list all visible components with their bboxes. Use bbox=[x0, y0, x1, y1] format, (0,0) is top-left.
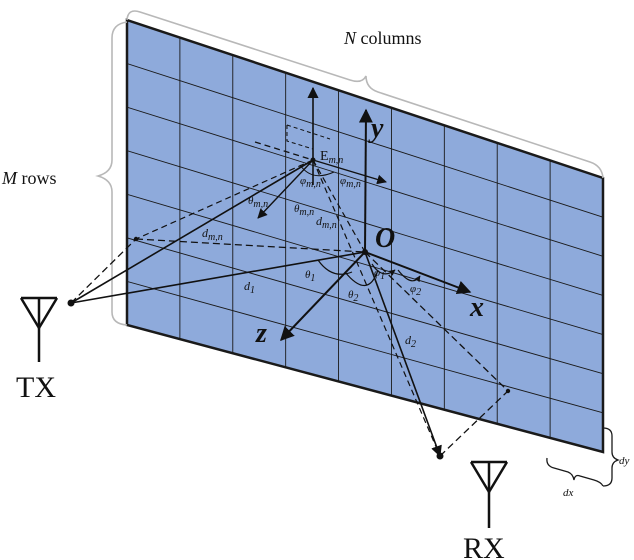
dashed-element-to-rx bbox=[312, 159, 441, 457]
n-columns-label: N columns bbox=[343, 28, 422, 48]
x-axis-arrow bbox=[364, 251, 472, 295]
d1-label: d1 bbox=[244, 279, 255, 296]
dy-label: dy bbox=[619, 455, 630, 467]
m-rows-label: M rows bbox=[1, 168, 57, 188]
dashed-element-to-ground bbox=[135, 159, 314, 240]
grid-row-line bbox=[126, 193, 604, 336]
dashed-element-to-origin bbox=[312, 159, 366, 253]
d-t-mn-label: dm,n bbox=[202, 226, 223, 243]
element-point bbox=[310, 157, 316, 163]
dashed-rx-projection bbox=[364, 251, 509, 392]
origin-label: O bbox=[375, 223, 395, 254]
y-axis-label: y bbox=[368, 113, 384, 144]
phi2-label: φ2 bbox=[410, 283, 421, 298]
z-axis-label: z bbox=[255, 318, 267, 349]
element-dashed-box bbox=[286, 125, 314, 150]
theta-r-mn-label: θm,n bbox=[294, 203, 314, 218]
dx-brace bbox=[546, 457, 604, 487]
tx-point bbox=[67, 299, 75, 307]
path-tx-to-origin bbox=[70, 251, 366, 304]
rx-projection-point bbox=[505, 388, 511, 394]
dx-label: dx bbox=[563, 487, 574, 499]
rows-brace bbox=[95, 21, 128, 326]
theta-t-mn-label: θm,n bbox=[248, 195, 268, 210]
dashed-tx-projection bbox=[70, 238, 137, 304]
path-origin-to-rx bbox=[364, 251, 442, 458]
dy-brace bbox=[602, 427, 621, 487]
d-r-mn-label: dm,n bbox=[316, 214, 337, 231]
grid-row-line bbox=[126, 237, 604, 375]
theta2-arc bbox=[344, 269, 379, 287]
theta1-arc bbox=[317, 259, 353, 275]
dashed-rx-vertical bbox=[439, 390, 509, 457]
element-horizontal-axis bbox=[312, 159, 387, 185]
tx-antenna-icon bbox=[19, 296, 59, 362]
phi1-label: φ1 bbox=[374, 267, 385, 282]
element-label: Em,n bbox=[320, 149, 343, 166]
y-axis-arrow bbox=[358, 108, 373, 253]
x-axis-label: x bbox=[469, 292, 484, 323]
theta2-label: θ2 bbox=[348, 289, 358, 304]
phi-r-mn-label: φm,n bbox=[340, 175, 361, 190]
rx-antenna-icon bbox=[469, 460, 509, 528]
grid-row-line bbox=[126, 280, 604, 414]
z-axis-arrow bbox=[280, 251, 366, 342]
element-dashed-horizontal bbox=[254, 141, 314, 161]
phi-t-mn-label: φm,n bbox=[300, 175, 321, 190]
rx-point bbox=[436, 452, 444, 460]
rx-label: RX bbox=[463, 532, 505, 560]
origin-point bbox=[362, 249, 368, 255]
phi-mn-arc bbox=[299, 164, 335, 177]
phi2-arc bbox=[397, 269, 421, 283]
path-tx-to-element bbox=[70, 159, 314, 304]
tx-projection-point bbox=[133, 236, 139, 242]
columns-brace bbox=[126, 10, 604, 179]
phi1-arc bbox=[371, 263, 396, 276]
element-dashed-box-right bbox=[286, 124, 331, 140]
theta1-label: θ1 bbox=[305, 269, 315, 284]
d2-label: d2 bbox=[405, 333, 416, 350]
tx-label: TX bbox=[16, 371, 56, 404]
